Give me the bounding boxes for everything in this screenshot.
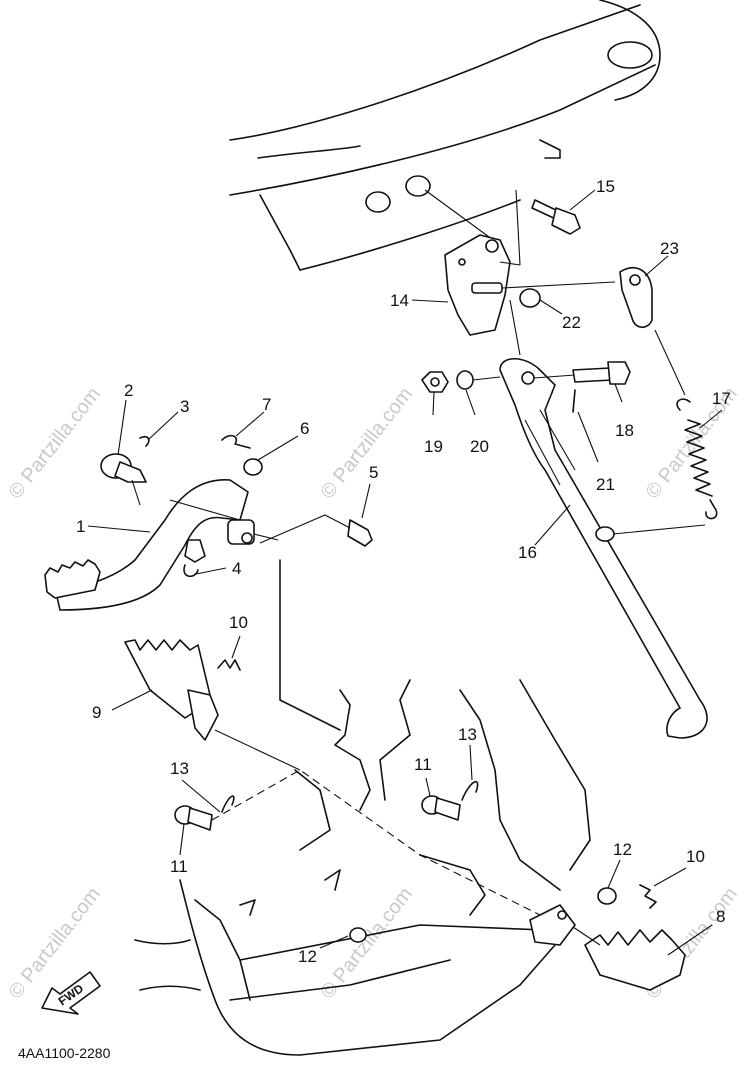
callout-12-right: 12 [613, 840, 632, 859]
callout-4: 4 [232, 559, 241, 578]
side-stand [499, 357, 708, 739]
callout-7: 7 [262, 395, 271, 414]
callout-14: 14 [390, 291, 409, 310]
leader-lines [87, 189, 723, 956]
stand-spring [595, 398, 718, 542]
callout-6: 6 [300, 419, 309, 438]
callout-1: 1 [76, 517, 85, 536]
callout-13-left: 13 [170, 759, 189, 778]
callout-11-left: 11 [170, 857, 188, 876]
frame-lower [134, 559, 591, 1056]
callout-10-right: 10 [686, 847, 705, 866]
callout-8: 8 [716, 907, 725, 926]
callout-15: 15 [596, 177, 615, 196]
fwd-marker: FWD [41, 971, 101, 1015]
footrest-pin-right [421, 780, 479, 821]
footrest-pin-left [174, 769, 541, 916]
callout-13-right: 13 [458, 725, 477, 744]
callout-18: 18 [615, 421, 634, 440]
callout-11-right: 11 [414, 755, 432, 774]
bolt [531, 199, 581, 235]
watermark: © Partzilla.com [5, 383, 105, 503]
callout-10-left: 10 [229, 613, 248, 632]
pedal-hardware [183, 434, 373, 578]
callout-21: 21 [596, 475, 615, 494]
pedal-pivot [100, 435, 150, 506]
watermark: © Partzilla.com [317, 383, 417, 503]
callout-3: 3 [180, 397, 189, 416]
stand-bracket [444, 189, 521, 336]
brake-pedal [44, 479, 279, 611]
pivot-pin [471, 266, 686, 396]
callout-2: 2 [124, 381, 133, 400]
callout-23: 23 [660, 239, 679, 258]
nut-washer-cotter [421, 370, 576, 413]
callout-17: 17 [712, 389, 731, 408]
callout-16: 16 [518, 543, 537, 562]
callout-22: 22 [562, 313, 581, 332]
callout-9: 9 [92, 703, 101, 722]
callout-12-lower: 12 [298, 947, 317, 966]
stand-bolt [572, 361, 631, 385]
frame-upper [229, 0, 661, 271]
callout-20: 20 [470, 437, 489, 456]
diagram-code: 4AA1100-2280 [18, 1045, 111, 1061]
footrest-right [569, 884, 686, 991]
part-labels: 1 2 3 4 5 6 7 8 9 10 10 11 11 12 12 13 1… [76, 177, 731, 966]
footrest-left [124, 639, 301, 771]
callout-5: 5 [369, 463, 378, 482]
callout-19: 19 [424, 437, 443, 456]
